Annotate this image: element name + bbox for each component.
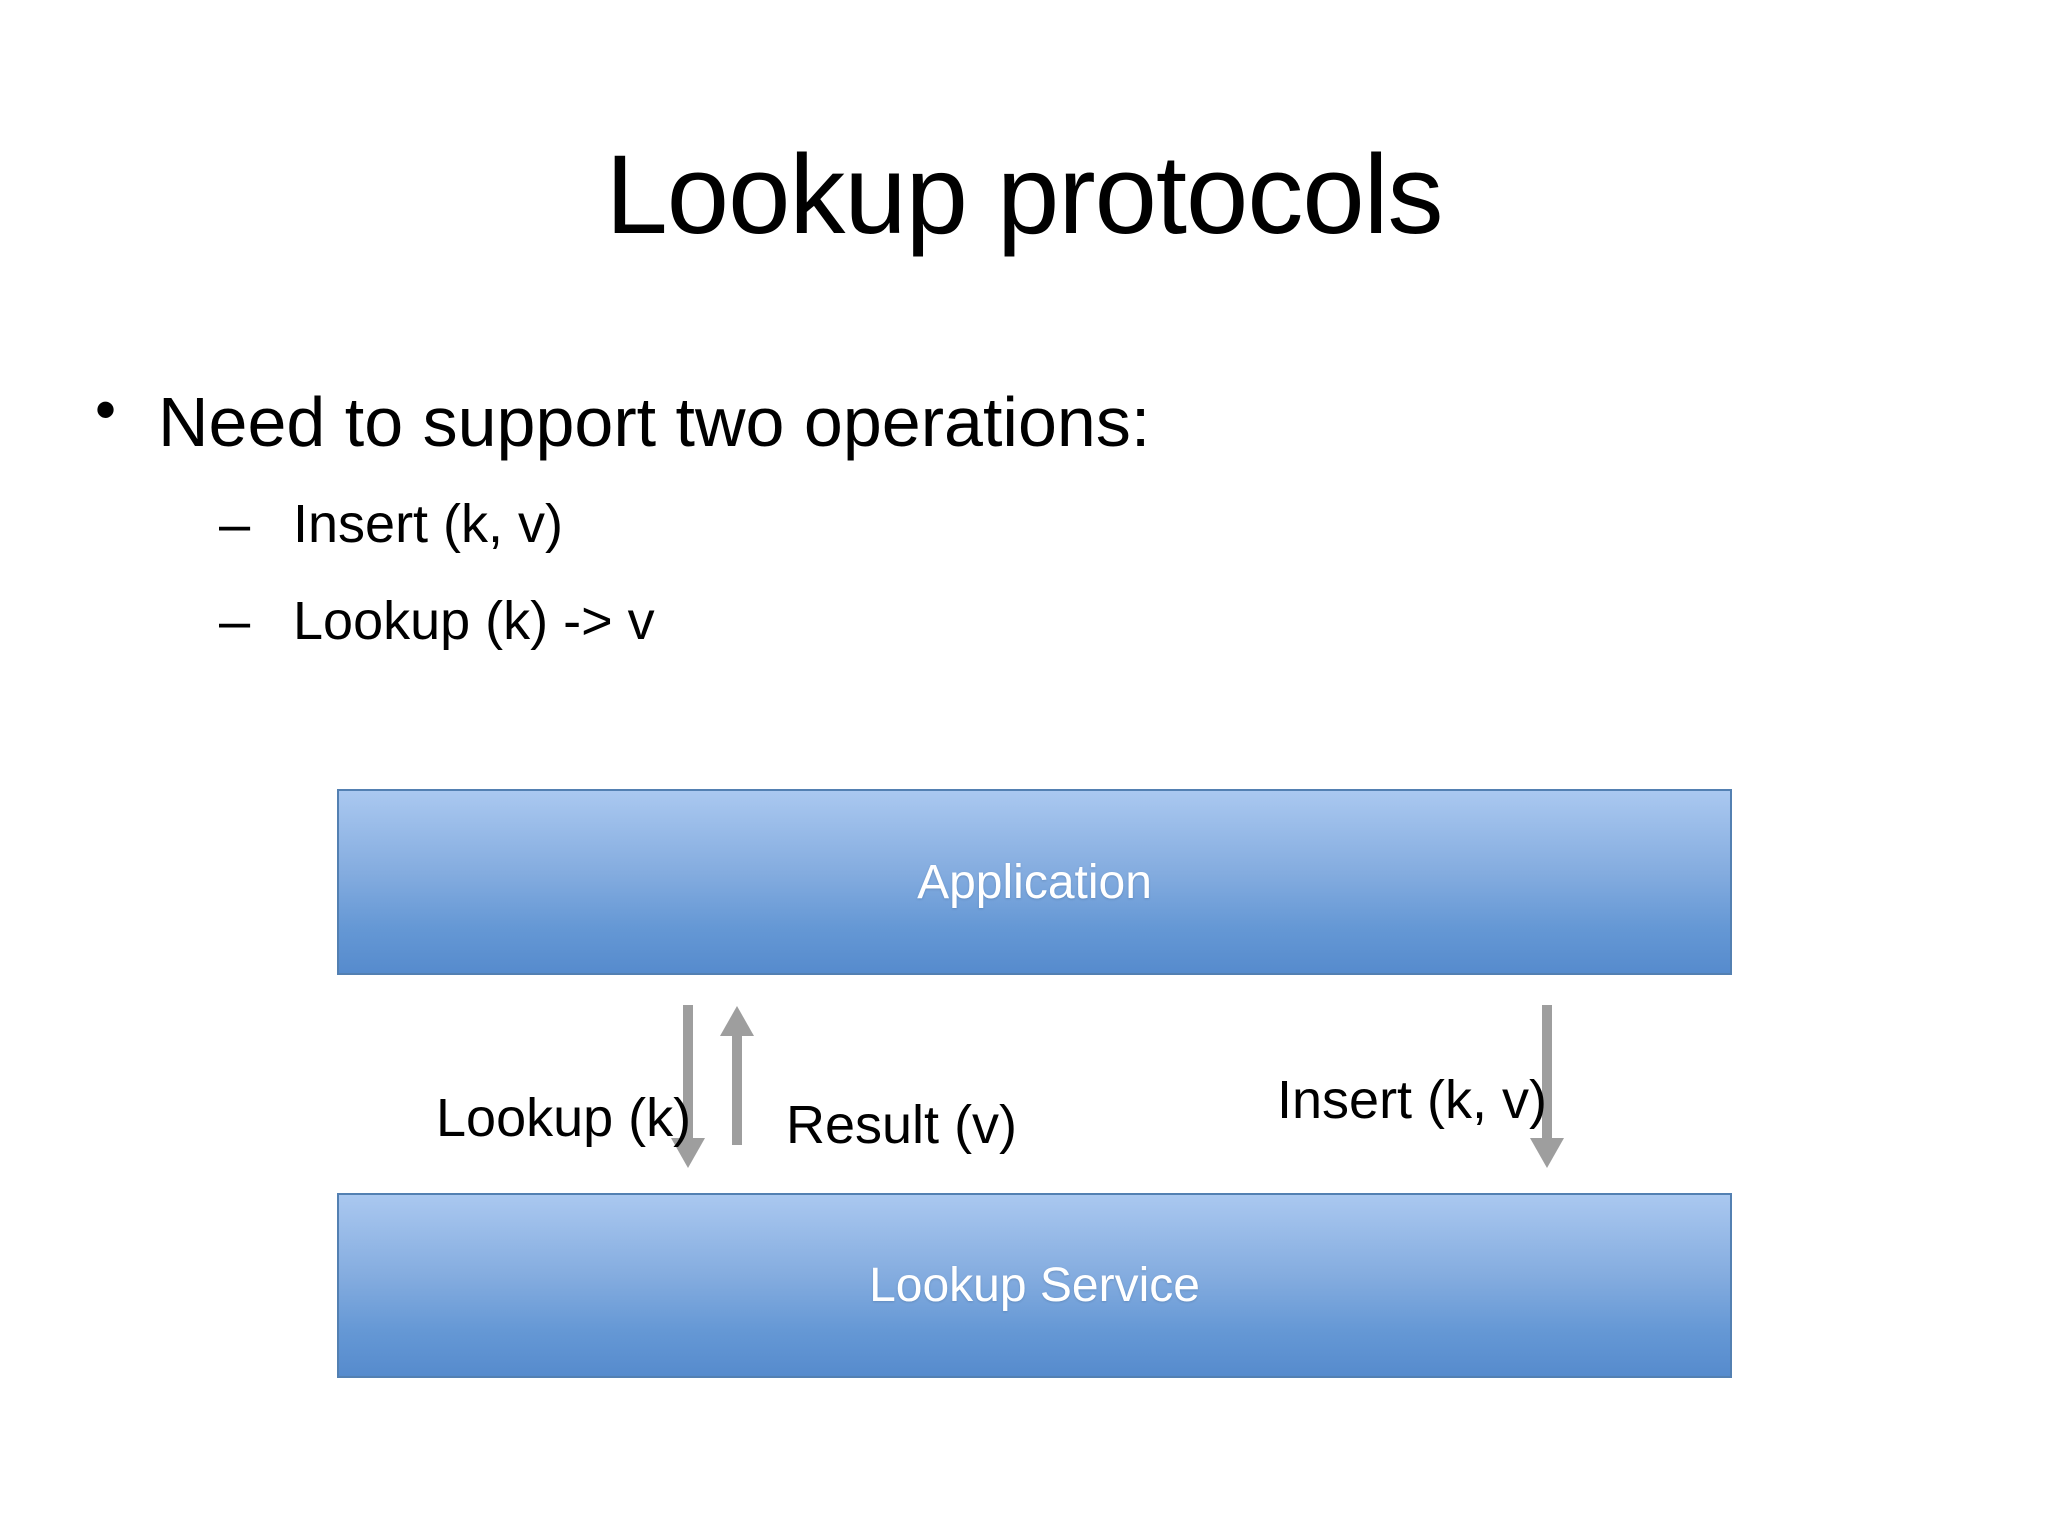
lookup-arrow-label: Lookup (k) — [436, 1088, 692, 1148]
bullet-text: Need to support two operations: — [158, 383, 1151, 461]
lookup-service-box-label: Lookup Service — [869, 1259, 1200, 1312]
sub-bullet-dash-icon: – — [219, 492, 251, 555]
lookup-service-box: Lookup Service — [337, 1193, 1732, 1378]
bullet-icon: • — [95, 376, 117, 443]
sub-bullet-lookup: Lookup (k) -> v — [293, 591, 655, 651]
slide-title: Lookup protocols — [605, 132, 1443, 257]
application-box: Application — [337, 789, 1732, 975]
result-arrow-label: Result (v) — [786, 1095, 1018, 1155]
insert-arrow-label: Insert (k, v) — [1277, 1070, 1548, 1130]
sub-bullet-dash-icon: – — [219, 589, 251, 652]
application-box-label: Application — [917, 855, 1152, 909]
result-up-arrow-icon — [720, 1006, 754, 1145]
sub-bullet-insert: Insert (k, v) — [293, 494, 564, 554]
